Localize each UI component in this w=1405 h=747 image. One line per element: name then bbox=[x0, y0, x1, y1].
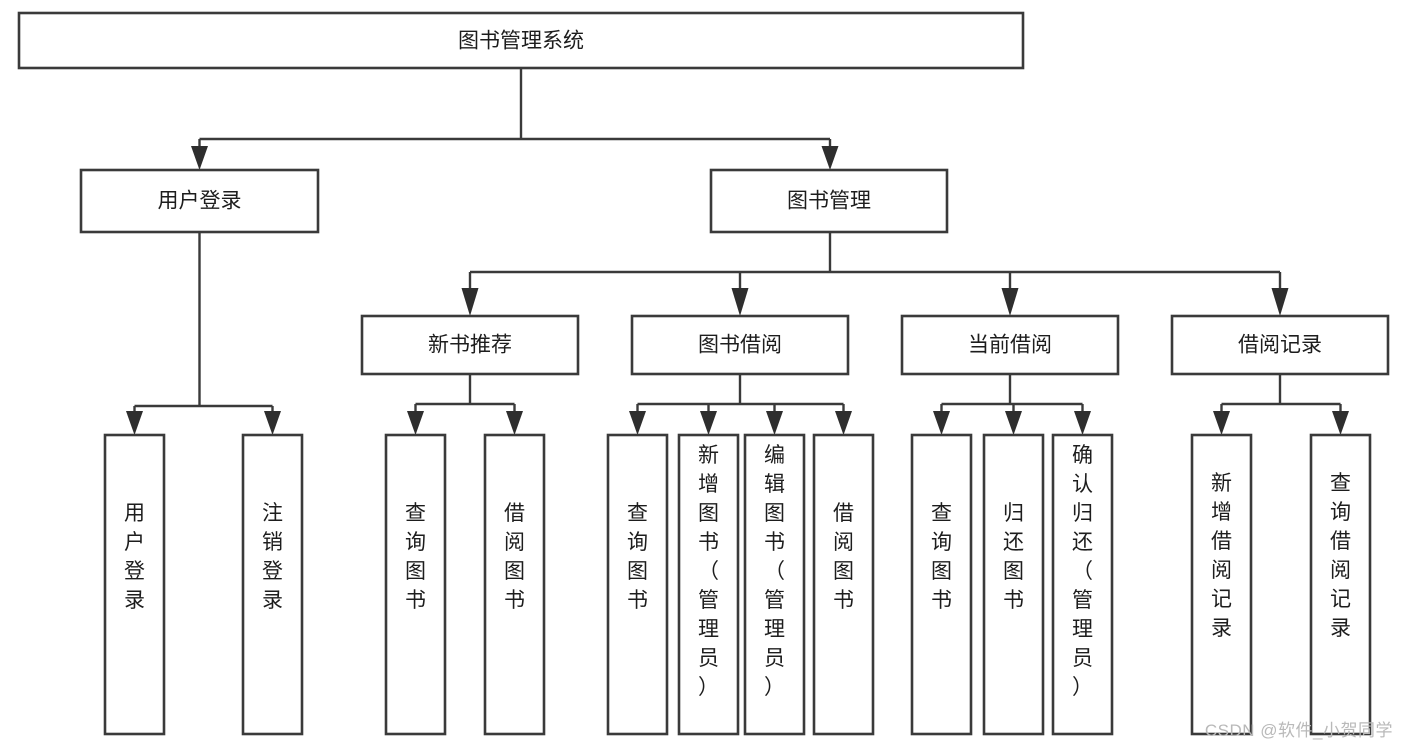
arrow-to-leaf-borrow-book-rec bbox=[506, 411, 523, 435]
arrow-to-leaf-query-book-rec bbox=[407, 411, 424, 435]
node-leaf-add-book-admin-label: 新增图书（管理员） bbox=[698, 444, 719, 699]
node-leaf-return-book-label: 归还图书 bbox=[1003, 502, 1024, 612]
arrow-to-leaf-user-login bbox=[126, 411, 143, 435]
node-book-borrow[interactable]: 图书借阅 bbox=[630, 314, 850, 376]
node-leaf-edit-book-admin-box[interactable] bbox=[743, 433, 806, 736]
node-leaf-return-book[interactable]: 归还图书 bbox=[982, 433, 1045, 736]
node-leaf-query-book-cb-label: 查询图书 bbox=[931, 502, 952, 612]
node-leaf-add-borrow-record-box[interactable] bbox=[1190, 433, 1253, 736]
node-leaf-user-login-box[interactable] bbox=[103, 433, 166, 736]
node-leaf-confirm-return-admin-box[interactable] bbox=[1051, 433, 1114, 736]
arrow-to-current-borrow bbox=[1001, 288, 1019, 316]
node-root-label: 图书管理系统 bbox=[458, 30, 584, 53]
node-leaf-logout[interactable]: 注销登录 bbox=[241, 433, 304, 736]
node-current-borrow-box[interactable] bbox=[900, 314, 1120, 376]
arrow-to-leaf-confirm-return-admin bbox=[1074, 411, 1091, 435]
arrow-to-book-borrow bbox=[731, 288, 749, 316]
arrow-to-leaf-query-book-bb bbox=[629, 411, 646, 435]
node-book-manage-label: 图书管理 bbox=[787, 190, 871, 213]
node-leaf-borrow-book-rec[interactable]: 借阅图书 bbox=[483, 433, 546, 736]
node-leaf-query-borrow-record-box[interactable] bbox=[1309, 433, 1372, 736]
node-leaf-add-borrow-record-label: 新增借阅记录 bbox=[1211, 472, 1232, 640]
node-borrow-record-label: 借阅记录 bbox=[1238, 334, 1322, 357]
node-leaf-return-book-box[interactable] bbox=[982, 433, 1045, 736]
node-borrow-record[interactable]: 借阅记录 bbox=[1170, 314, 1390, 376]
node-leaf-edit-book-admin[interactable]: 编辑图书（管理员） bbox=[743, 433, 806, 736]
arrow-to-leaf-return-book bbox=[1005, 411, 1022, 435]
node-root[interactable]: 图书管理系统 bbox=[17, 11, 1025, 70]
node-root-box[interactable] bbox=[17, 11, 1025, 70]
arrow-to-book-manage bbox=[821, 146, 839, 170]
node-leaf-confirm-return-admin-label: 确认归还（管理员） bbox=[1072, 444, 1093, 699]
node-new-book-recommend[interactable]: 新书推荐 bbox=[360, 314, 580, 376]
arrow-to-leaf-query-borrow-record bbox=[1332, 411, 1349, 435]
node-current-borrow[interactable]: 当前借阅 bbox=[900, 314, 1120, 376]
node-leaf-query-book-rec-box[interactable] bbox=[384, 433, 447, 736]
node-borrow-record-box[interactable] bbox=[1170, 314, 1390, 376]
node-user-login[interactable]: 用户登录 bbox=[79, 168, 320, 234]
node-leaf-borrow-book-rec-label: 借阅图书 bbox=[504, 502, 525, 612]
node-leaf-borrow-book-bb-box[interactable] bbox=[812, 433, 875, 736]
arrow-to-new-book-recommend bbox=[461, 288, 479, 316]
node-leaf-query-book-bb-label: 查询图书 bbox=[627, 502, 648, 612]
node-book-manage-box[interactable] bbox=[709, 168, 949, 234]
csdn-watermark: CSDN @软件_小贺同学 bbox=[1204, 721, 1393, 740]
arrow-to-leaf-add-borrow-record bbox=[1213, 411, 1230, 435]
node-leaf-query-book-cb[interactable]: 查询图书 bbox=[910, 433, 973, 736]
node-book-borrow-label: 图书借阅 bbox=[698, 334, 782, 357]
node-leaf-add-book-admin-box[interactable] bbox=[677, 433, 740, 736]
node-leaf-borrow-book-rec-box[interactable] bbox=[483, 433, 546, 736]
arrow-to-leaf-add-book-admin bbox=[700, 411, 717, 435]
node-book-manage[interactable]: 图书管理 bbox=[709, 168, 949, 234]
node-book-borrow-box[interactable] bbox=[630, 314, 850, 376]
node-leaf-add-book-admin[interactable]: 新增图书（管理员） bbox=[677, 433, 740, 736]
node-leaf-user-login-label: 用户登录 bbox=[124, 502, 145, 612]
arrow-to-leaf-edit-book-admin bbox=[766, 411, 783, 435]
arrow-to-leaf-logout bbox=[264, 411, 281, 435]
node-leaf-user-login[interactable]: 用户登录 bbox=[103, 433, 166, 736]
arrow-to-leaf-borrow-book-bb bbox=[835, 411, 852, 435]
node-leaf-confirm-return-admin[interactable]: 确认归还（管理员） bbox=[1051, 433, 1114, 736]
node-user-login-label: 用户登录 bbox=[158, 190, 242, 213]
node-leaf-query-book-rec-label: 查询图书 bbox=[405, 502, 426, 612]
node-leaf-logout-label: 注销登录 bbox=[262, 502, 283, 612]
arrow-to-borrow-record bbox=[1271, 288, 1289, 316]
edges-layer bbox=[126, 68, 1349, 435]
node-leaf-edit-book-admin-label: 编辑图书（管理员） bbox=[764, 444, 785, 699]
node-leaf-query-book-bb-box[interactable] bbox=[606, 433, 669, 736]
node-leaf-borrow-book-bb[interactable]: 借阅图书 bbox=[812, 433, 875, 736]
node-new-book-recommend-label: 新书推荐 bbox=[428, 334, 512, 357]
node-current-borrow-label: 当前借阅 bbox=[968, 334, 1052, 357]
node-leaf-logout-box[interactable] bbox=[241, 433, 304, 736]
arrow-to-user-login bbox=[191, 146, 208, 170]
node-leaf-add-borrow-record[interactable]: 新增借阅记录 bbox=[1190, 433, 1253, 736]
node-leaf-query-book-rec[interactable]: 查询图书 bbox=[384, 433, 447, 736]
node-leaf-query-book-bb[interactable]: 查询图书 bbox=[606, 433, 669, 736]
node-user-login-box[interactable] bbox=[79, 168, 320, 234]
nodes-layer: 图书管理系统 用户登录 图书管理 新书推荐 图书借阅 bbox=[17, 11, 1390, 736]
node-leaf-query-borrow-record[interactable]: 查询借阅记录 bbox=[1309, 433, 1372, 736]
node-leaf-borrow-book-bb-label: 借阅图书 bbox=[833, 502, 854, 612]
arrow-to-leaf-query-book-cb bbox=[933, 411, 950, 435]
node-leaf-query-book-cb-box[interactable] bbox=[910, 433, 973, 736]
node-new-book-recommend-box[interactable] bbox=[360, 314, 580, 376]
node-leaf-query-borrow-record-label: 查询借阅记录 bbox=[1330, 472, 1351, 640]
